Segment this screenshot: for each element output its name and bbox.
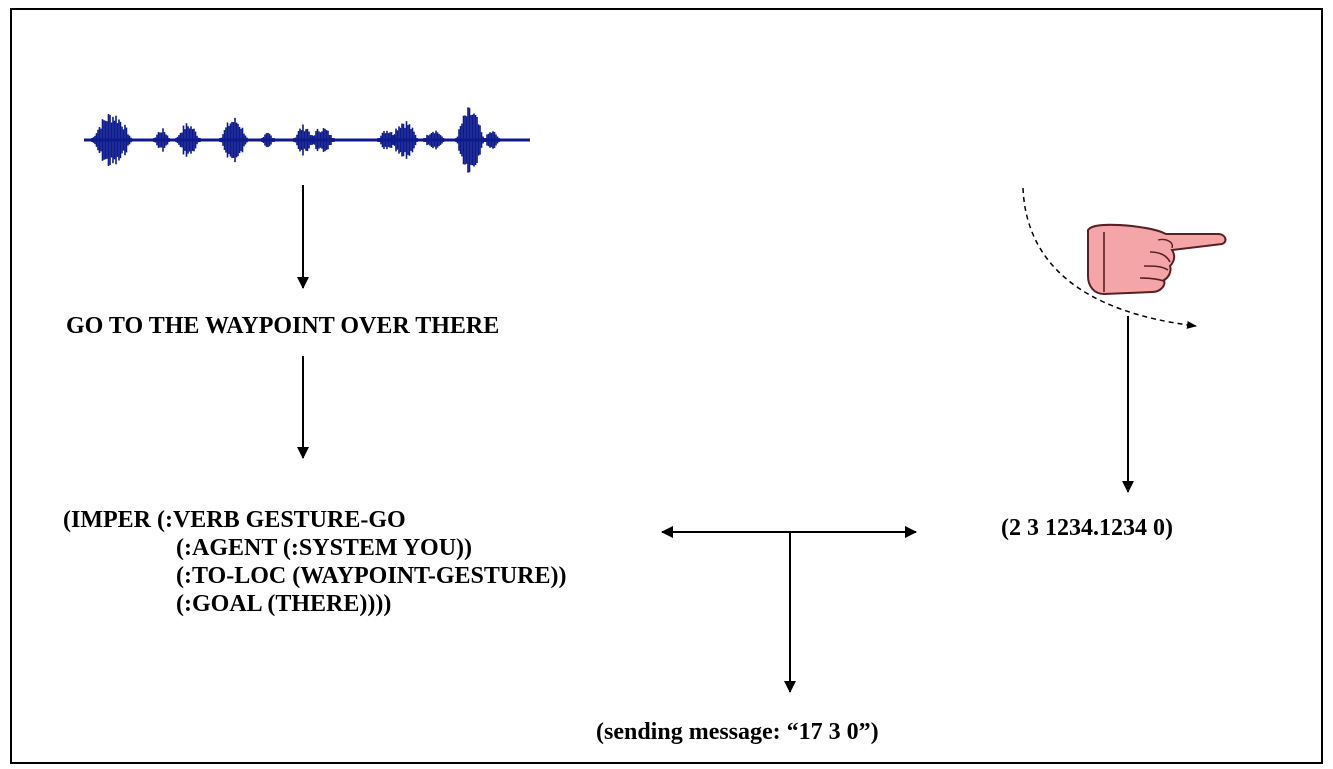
logical-form-line: (:AGENT (:SYSTEM YOU)) xyxy=(176,535,473,561)
speech-waveform-icon xyxy=(84,107,530,173)
gesture-motion-arc xyxy=(1022,187,1197,329)
logical-form-line: (:TO-LOC (WAYPOINT-GESTURE)) xyxy=(176,563,567,589)
gesture-coordinates: (2 3 1234.1234 0) xyxy=(1001,515,1173,541)
logical-form-line: (IMPER (:VERB GESTURE-GO xyxy=(63,507,406,533)
diagram-frame xyxy=(10,8,1323,764)
speech-transcript: GO TO THE WAYPOINT OVER THERE xyxy=(66,313,500,339)
sent-message: (sending message: “17 3 0”) xyxy=(596,719,879,745)
logical-form-line: (:GOAL (THERE)))) xyxy=(176,591,392,617)
pointing-hand-icon xyxy=(1087,223,1227,296)
